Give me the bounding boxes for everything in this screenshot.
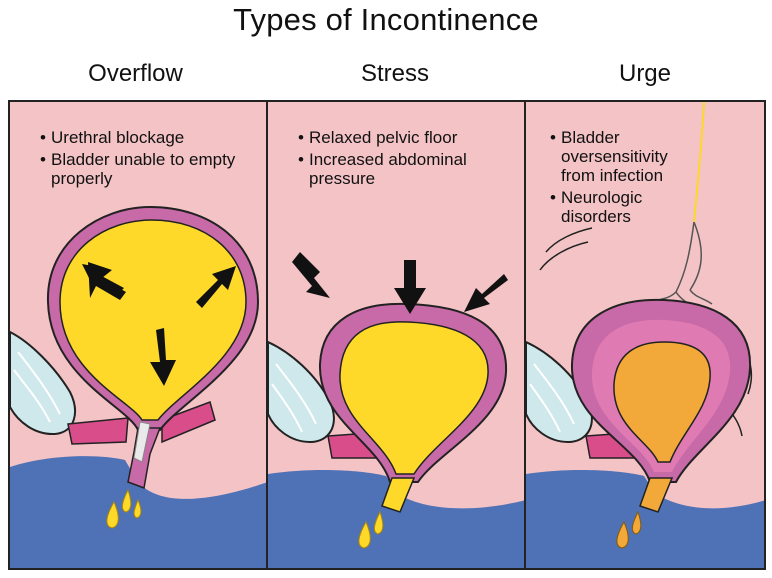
list-item: Increased abdominal pressure — [298, 150, 522, 188]
heading-stress: Stress — [266, 60, 524, 88]
urge-causes-list: Bladder oversensitivity from infection N… — [550, 128, 700, 229]
overflow-causes-list: Urethral blockage Bladder unable to empt… — [40, 128, 260, 191]
heading-overflow: Overflow — [8, 60, 263, 88]
panel-stress: Relaxed pelvic floor Increased abdominal… — [266, 100, 526, 570]
diagram-title: Types of Incontinence — [0, 2, 772, 38]
stress-causes-list: Relaxed pelvic floor Increased abdominal… — [298, 128, 522, 191]
list-item: Neurologic disorders — [550, 188, 700, 226]
panel-overflow: Urethral blockage Bladder unable to empt… — [8, 100, 268, 570]
list-item: Urethral blockage — [40, 128, 260, 147]
list-item: Bladder oversensitivity from infection — [550, 128, 700, 185]
list-item: Relaxed pelvic floor — [298, 128, 522, 147]
list-item: Bladder unable to empty properly — [40, 150, 260, 188]
heading-urge: Urge — [525, 60, 765, 88]
panel-urge: Bladder oversensitivity from infection N… — [524, 100, 766, 570]
